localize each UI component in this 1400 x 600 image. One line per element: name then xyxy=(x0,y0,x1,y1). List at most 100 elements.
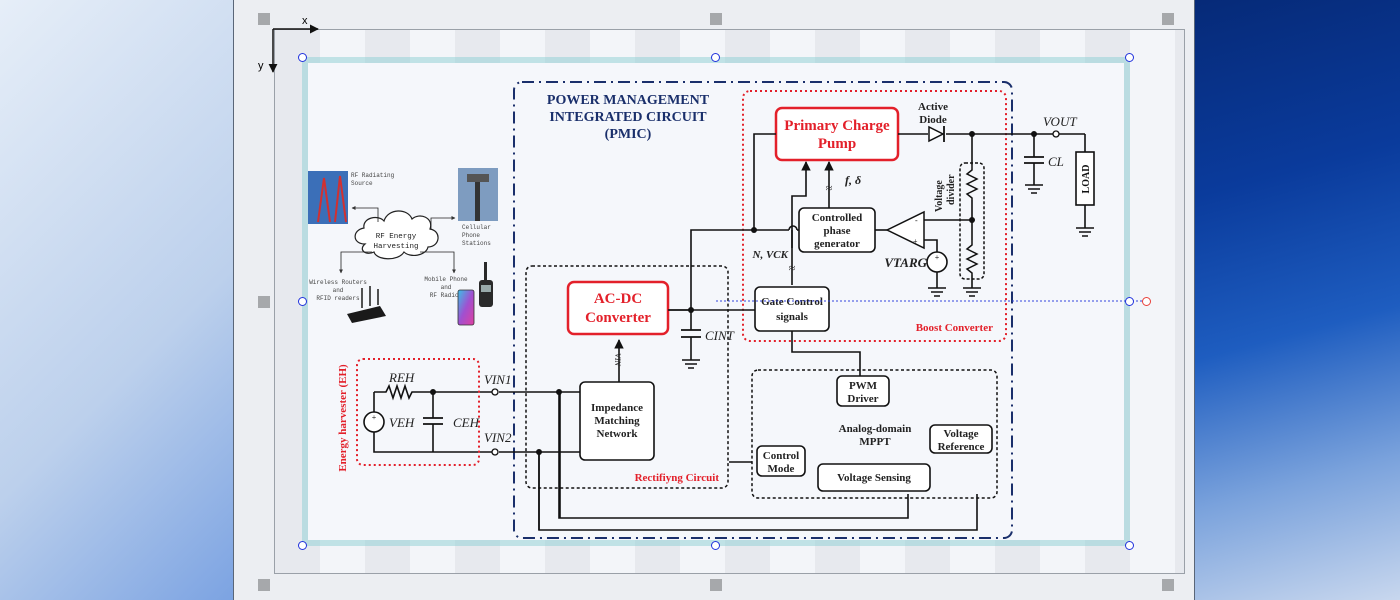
frame-handle-bottom[interactable] xyxy=(711,541,720,550)
resize-handle-bottom-left[interactable] xyxy=(258,579,270,591)
vin-arrow-label: VIN xyxy=(613,353,622,367)
circuit-wires xyxy=(373,133,1086,531)
charge-pump-label-1: Primary Charge xyxy=(784,118,890,134)
gate-control-label-1: Gate Control xyxy=(761,296,823,308)
vout-terminal xyxy=(1052,130,1060,138)
rectifying-circuit-boundary xyxy=(525,265,729,489)
cell-label-1: Cellular xyxy=(462,224,491,231)
mppt-label-1: Analog-domain xyxy=(839,423,912,435)
frame-handle-right[interactable] xyxy=(1125,297,1134,306)
voltage-sensing-label: Voltage Sensing xyxy=(837,472,911,484)
svg-text:+: + xyxy=(913,237,918,246)
f-delta-label: f, δ xyxy=(845,173,861,187)
mobile-label-2: and xyxy=(441,284,452,291)
vout-label: VOUT xyxy=(1043,114,1077,129)
frame-handle-left[interactable] xyxy=(298,297,307,306)
resize-handle-top[interactable] xyxy=(710,13,722,25)
voltage-divider-label-2: divider xyxy=(946,174,957,205)
divider-resistor-top xyxy=(965,165,979,200)
boost-converter-label: Boost Converter xyxy=(916,322,993,334)
frame-handle-top[interactable] xyxy=(711,53,720,62)
cint-label: CINT xyxy=(705,328,735,343)
active-diode-label-2: Diode xyxy=(919,114,947,126)
ceh-capacitor xyxy=(423,417,443,425)
control-mode-label-1: Control xyxy=(763,450,799,462)
veh-source xyxy=(363,411,385,433)
frame-handle-top-right[interactable] xyxy=(1125,53,1134,62)
resize-handle-left[interactable] xyxy=(258,296,270,308)
comparator-symbol xyxy=(885,210,925,250)
frame-handle-top-left[interactable] xyxy=(298,53,307,62)
router-label-2: and xyxy=(333,287,344,294)
mobile-label-1: Mobile Phone xyxy=(424,276,468,283)
svg-text:+: + xyxy=(372,413,377,422)
cell-label-3: Stations xyxy=(462,240,491,247)
rectifying-circuit-label: Rectifiyng Circuit xyxy=(635,472,720,484)
resize-handle-bottom-right[interactable] xyxy=(1162,579,1174,591)
signal-tilde-1: ≈ xyxy=(826,181,833,195)
ac-dc-label-1: AC-DC xyxy=(594,291,642,307)
charge-pump-label-2: Pump xyxy=(818,136,856,152)
svg-text:-: - xyxy=(915,216,918,225)
imn-label-1: Impedance xyxy=(591,402,643,414)
vin2-terminal xyxy=(491,448,499,456)
load-label: LOAD xyxy=(1081,165,1092,194)
pwm-driver-block xyxy=(836,375,890,407)
mppt-label-2: MPPT xyxy=(859,436,891,448)
resize-handle-top-left[interactable] xyxy=(258,13,270,25)
voltage-divider-label-1: Voltage xyxy=(934,180,945,212)
voltage-sensing-block xyxy=(817,463,931,492)
mobile-label-3: RF Radios xyxy=(430,292,463,299)
axis-indicator: x y xyxy=(258,15,319,73)
phone-image xyxy=(457,289,475,326)
frame-handle-bottom-right[interactable] xyxy=(1125,541,1134,550)
impedance-matching-network-block xyxy=(579,381,655,461)
energy-harvester-boundary xyxy=(356,358,480,466)
cint-capacitor xyxy=(681,329,701,338)
imn-label-3: Network xyxy=(597,428,639,440)
cpg-label-2: phase xyxy=(824,225,851,237)
frame-handle-bottom-left[interactable] xyxy=(298,541,307,550)
cl-label: CL xyxy=(1048,154,1064,169)
rf-source-label-1: RF Radiating xyxy=(351,172,395,179)
cloud-label-2: Harvesting xyxy=(373,243,418,251)
resize-handle-top-right[interactable] xyxy=(1162,13,1174,25)
active-diode-symbol xyxy=(928,125,945,143)
pmic-boundary xyxy=(513,81,1013,539)
pmic-title-2: INTEGRATED CIRCUIT xyxy=(549,110,707,125)
rotation-handle[interactable] xyxy=(1142,297,1151,306)
resize-handle-bottom[interactable] xyxy=(710,579,722,591)
x-axis-label: x xyxy=(302,15,308,27)
divider-resistor-bottom xyxy=(965,240,979,275)
cell-label-2: Phone xyxy=(462,232,480,239)
cloud-shape xyxy=(354,210,439,260)
vin1-label: VIN1 xyxy=(484,372,511,387)
mppt-boundary xyxy=(751,369,998,499)
junction-dots xyxy=(430,131,1037,455)
svg-text:+: + xyxy=(935,253,940,262)
pmic-title-3: (PMIC) xyxy=(605,127,652,142)
rf-energy-panel: RF Radiating Source Cellular Phone Stati… xyxy=(308,168,498,326)
router-image xyxy=(347,306,386,323)
reh-label: REH xyxy=(388,370,415,385)
gate-control-block xyxy=(754,286,830,332)
boost-converter-boundary xyxy=(742,90,1007,342)
vref-label-1: Voltage xyxy=(943,428,978,440)
imn-label-2: Matching xyxy=(594,415,640,427)
load-block xyxy=(1075,151,1095,206)
pmic-title-1: POWER MANAGEMENT xyxy=(547,93,710,108)
ac-dc-label-2: Converter xyxy=(585,310,651,326)
ac-dc-converter-block xyxy=(566,280,670,336)
y-axis-label: y xyxy=(258,60,264,72)
cpg-label-1: Controlled xyxy=(812,212,863,224)
signal-tilde-2: ≈ xyxy=(789,261,796,275)
cpg-label-3: generator xyxy=(814,238,860,250)
energy-harvester-label: Energy harvester (EH) xyxy=(337,364,349,472)
voltage-reference-block xyxy=(929,424,993,454)
voltage-divider-boundary xyxy=(959,162,985,280)
ceh-label: CEH xyxy=(453,415,480,430)
pwm-label-1: PWM xyxy=(849,380,878,392)
vref-label-2: Reference xyxy=(938,441,985,453)
router-label-1: Wireless Routers xyxy=(309,279,367,286)
